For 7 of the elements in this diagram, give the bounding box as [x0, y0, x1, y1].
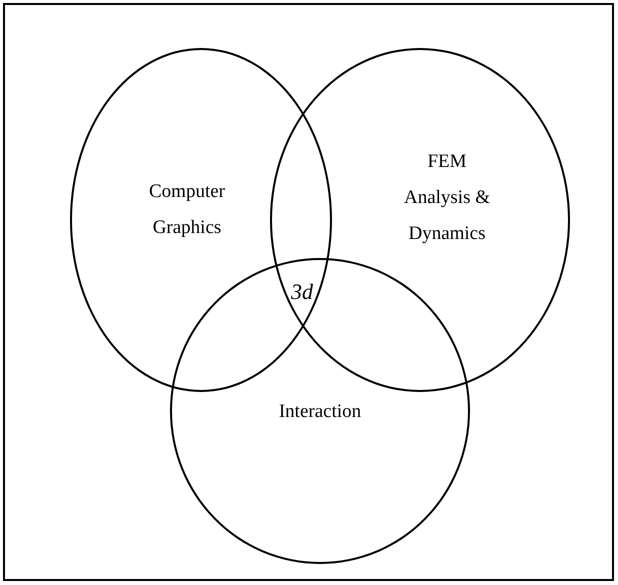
venn-circle: [70, 48, 332, 392]
circle-label: FEM Analysis & Dynamics: [402, 150, 492, 246]
circle-label: Computer Graphics: [148, 180, 226, 240]
venn-circle: [270, 48, 570, 392]
circle-label: Interaction: [278, 400, 362, 424]
venn-circle: [170, 258, 470, 564]
intersection-label: 3d: [291, 279, 313, 305]
